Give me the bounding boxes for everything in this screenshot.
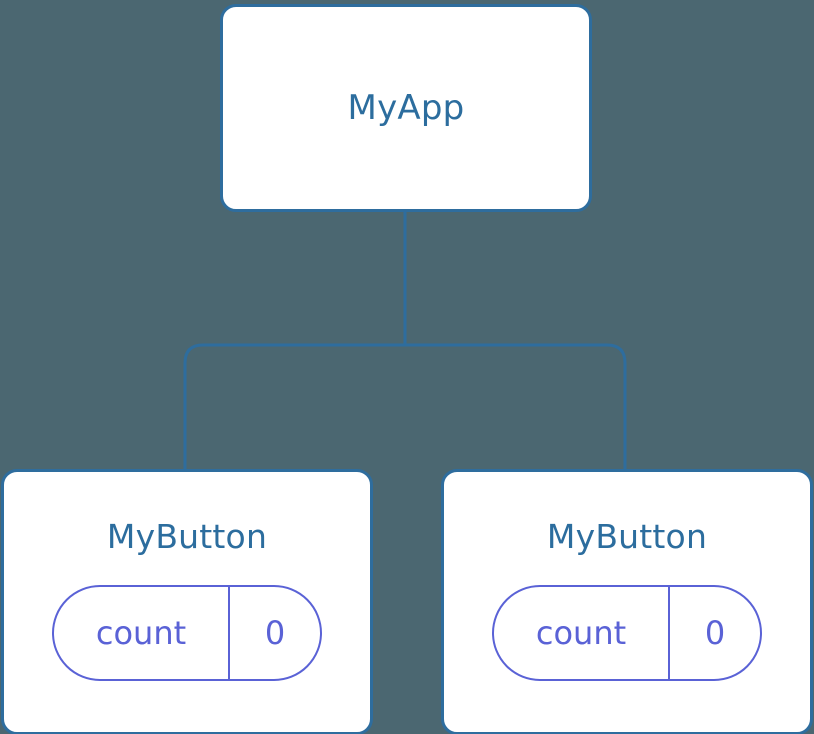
state-pill-2[interactable]: count 0 <box>492 585 762 681</box>
state-pill-1-value: 0 <box>264 614 286 652</box>
node-mybutton-1[interactable]: MyButton count 0 <box>1 469 373 734</box>
state-pill-2-value: 0 <box>704 614 726 652</box>
connector-branch-right <box>405 343 627 470</box>
state-pill-1-key: count <box>54 587 230 679</box>
node-mybutton-2-title: MyButton <box>546 517 708 556</box>
node-myapp-title: MyApp <box>347 88 465 128</box>
connector-branch-left <box>183 343 405 470</box>
node-myapp[interactable]: MyApp <box>220 4 592 212</box>
node-mybutton-2[interactable]: MyButton count 0 <box>441 469 813 734</box>
node-mybutton-1-title: MyButton <box>106 517 268 556</box>
state-pill-2-key: count <box>494 587 670 679</box>
state-pill-1[interactable]: count 0 <box>52 585 322 681</box>
